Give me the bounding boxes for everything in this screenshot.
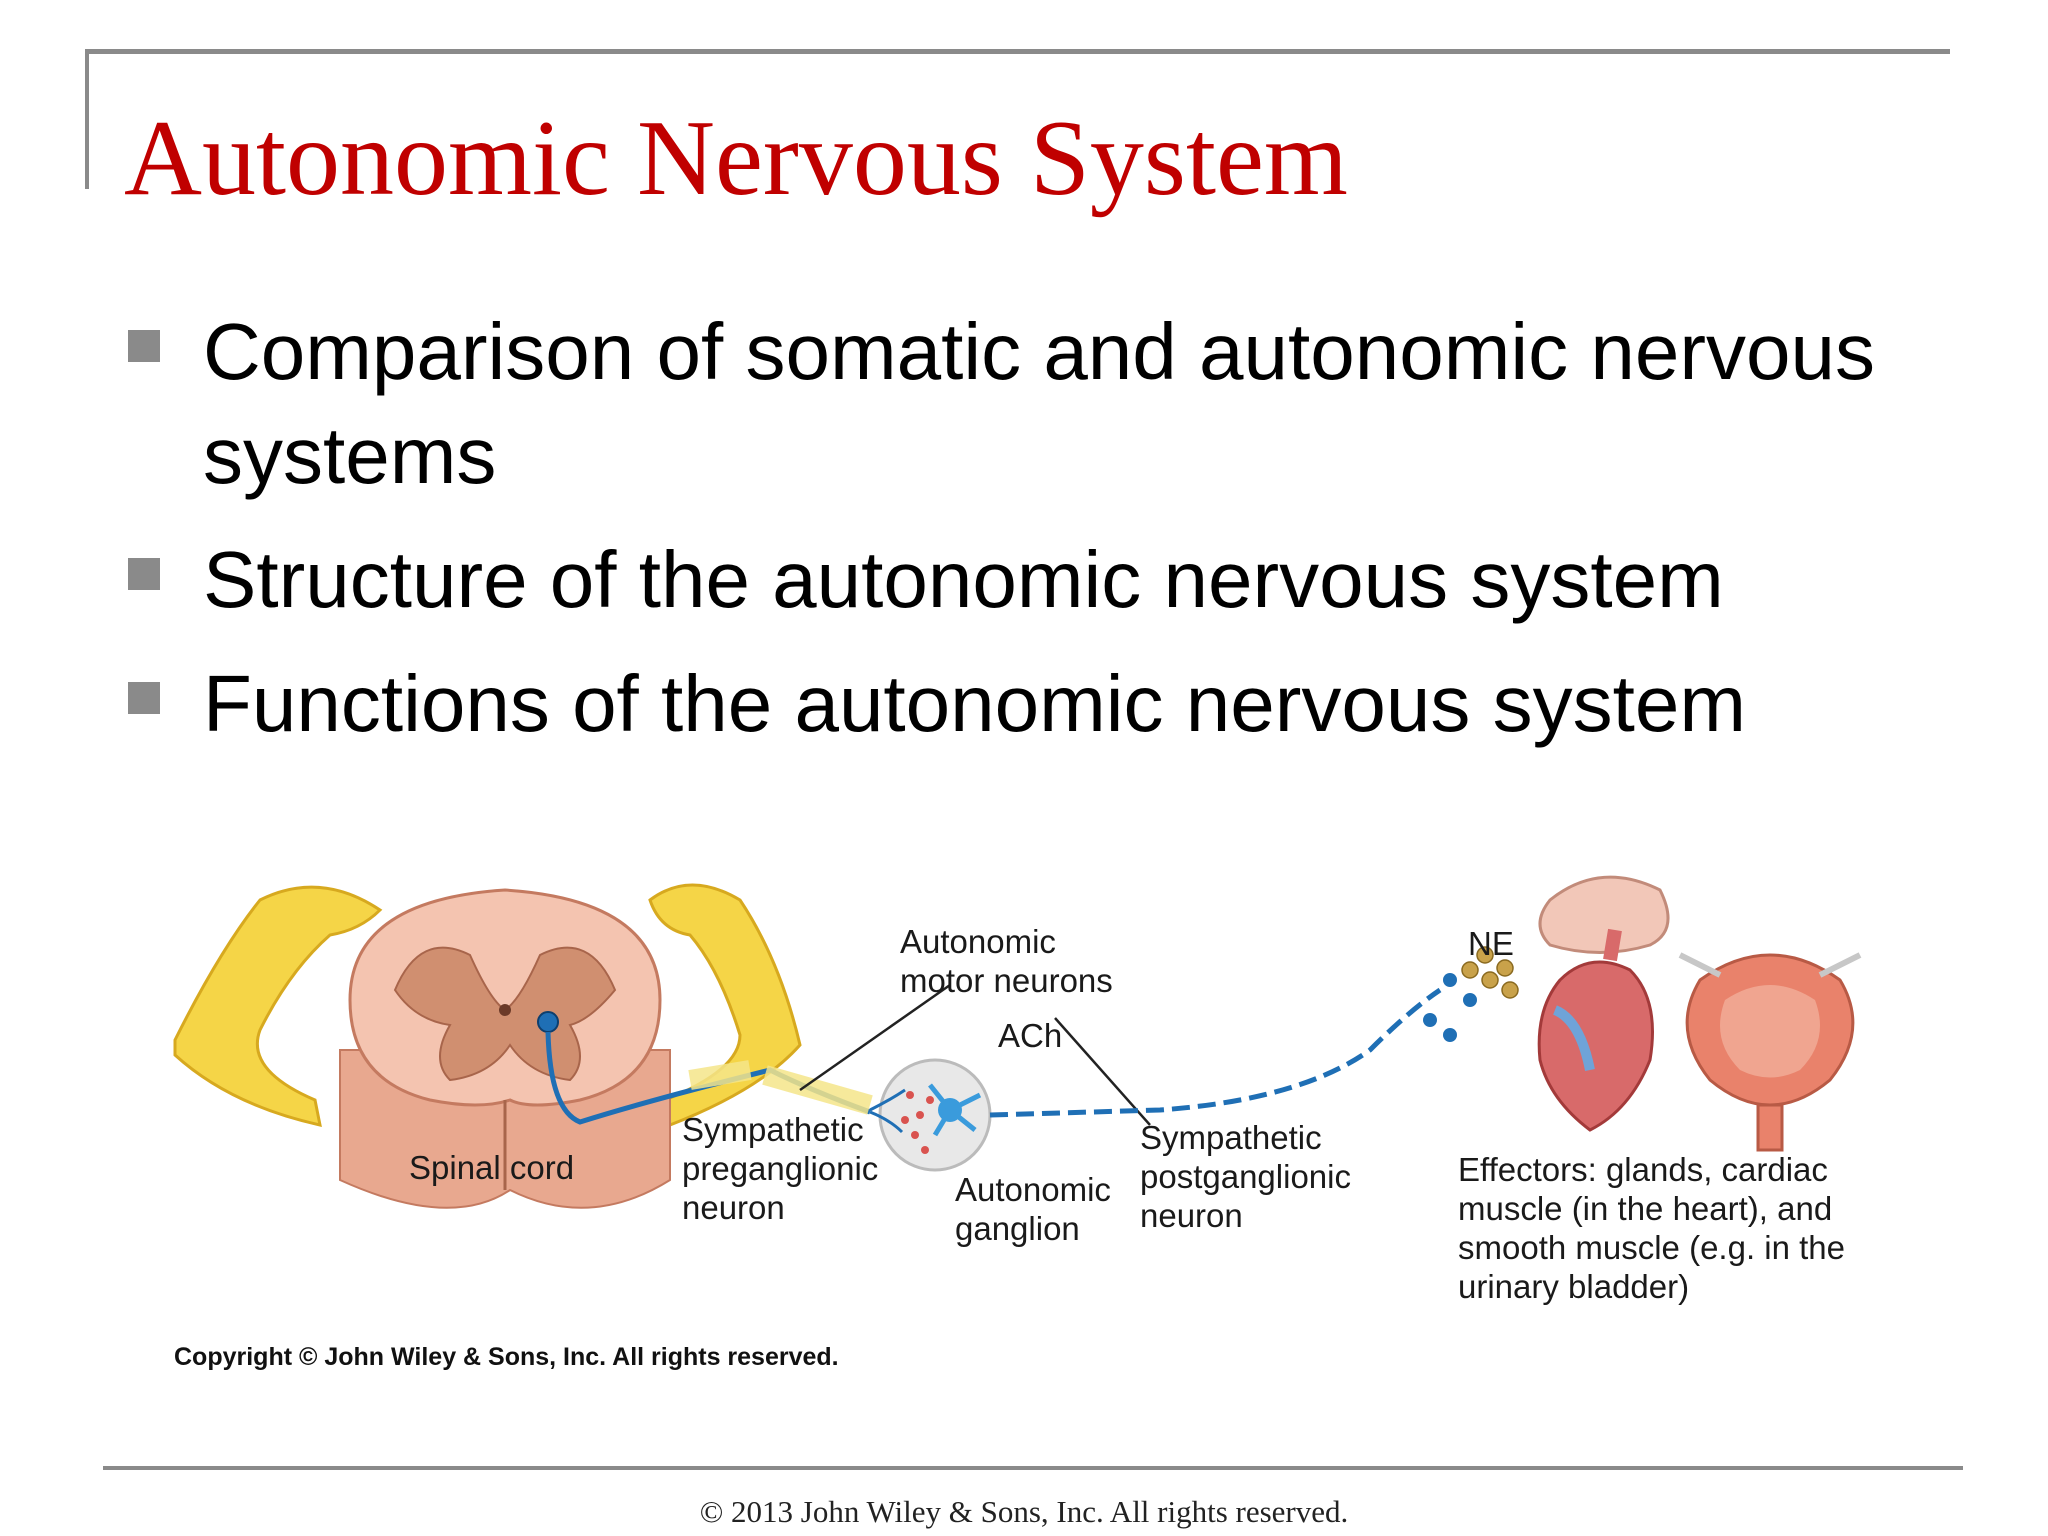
bullet-square-icon bbox=[128, 682, 160, 714]
bullet-square-icon bbox=[128, 330, 160, 362]
gland-illustration bbox=[1538, 875, 1670, 954]
urinary-bladder-illustration bbox=[1678, 952, 1862, 1152]
bullet-square-icon bbox=[128, 558, 160, 590]
autonomic-ganglion-illustration bbox=[869, 1058, 992, 1172]
label-postganglionic-line2: postganglionic bbox=[1140, 1158, 1351, 1195]
axon-terminal-illustration bbox=[1423, 973, 1477, 1042]
label-effectors-line1: Effectors: glands, cardiac bbox=[1458, 1151, 1828, 1188]
bullet-text: Comparison of somatic and autonomic nerv… bbox=[203, 307, 1875, 500]
spinal-cord-illustration bbox=[339, 888, 671, 1209]
frame-top-line bbox=[87, 49, 1950, 54]
label-effectors-line4: urinary bladder) bbox=[1458, 1268, 1690, 1305]
bullet-text: Structure of the autonomic nervous syste… bbox=[203, 535, 1724, 624]
preganglionic-neuron-illustration bbox=[545, 1031, 873, 1125]
norepinephrine-vesicles-illustration bbox=[1461, 946, 1519, 999]
label-ne: NE bbox=[1468, 925, 1514, 962]
slide-title: Autonomic Nervous System bbox=[124, 99, 1348, 218]
bullet-text: Functions of the autonomic nervous syste… bbox=[203, 659, 1746, 748]
slide-footer: © 2013 John Wiley & Sons, Inc. All right… bbox=[699, 1494, 1349, 1529]
frame-bottom-line bbox=[103, 1466, 1963, 1470]
label-preganglionic-line3: neuron bbox=[682, 1189, 785, 1226]
label-ganglion-line2: ganglion bbox=[955, 1210, 1080, 1247]
bullet-list: Comparison of somatic and autonomic nerv… bbox=[128, 300, 1928, 776]
bullet-item: Structure of the autonomic nervous syste… bbox=[128, 528, 1928, 632]
label-preganglionic-line1: Sympathetic bbox=[682, 1111, 864, 1148]
bullet-item: Functions of the autonomic nervous syste… bbox=[128, 652, 1928, 756]
label-spinal-cord: Spinal cord bbox=[409, 1149, 575, 1186]
ans-diagram: Spinal cord Autonomic motor neurons ACh … bbox=[150, 860, 1910, 1390]
label-autonomic-motor-neurons-line2: motor neurons bbox=[900, 962, 1113, 999]
frame-left-line bbox=[85, 49, 89, 189]
label-postganglionic-line3: neuron bbox=[1140, 1197, 1243, 1234]
label-ach: ACh bbox=[998, 1017, 1063, 1054]
label-preganglionic-line2: preganglionic bbox=[682, 1150, 879, 1187]
heart-illustration bbox=[1537, 928, 1654, 1132]
label-autonomic-motor-neurons-line1: Autonomic bbox=[900, 923, 1056, 960]
pointer-lines bbox=[799, 983, 1151, 1126]
bullet-item: Comparison of somatic and autonomic nerv… bbox=[128, 300, 1928, 508]
ans-diagram-illustration bbox=[173, 875, 1862, 1209]
label-effectors-line2: muscle (in the heart), and bbox=[1458, 1190, 1833, 1227]
label-ganglion-line1: Autonomic bbox=[955, 1171, 1111, 1208]
figure-copyright: Copyright © John Wiley & Sons, Inc. All … bbox=[174, 1343, 839, 1371]
label-postganglionic-line1: Sympathetic bbox=[1140, 1119, 1322, 1156]
label-effectors-line3: smooth muscle (e.g. in the bbox=[1458, 1229, 1846, 1266]
postganglionic-neuron-illustration bbox=[989, 987, 1442, 1118]
